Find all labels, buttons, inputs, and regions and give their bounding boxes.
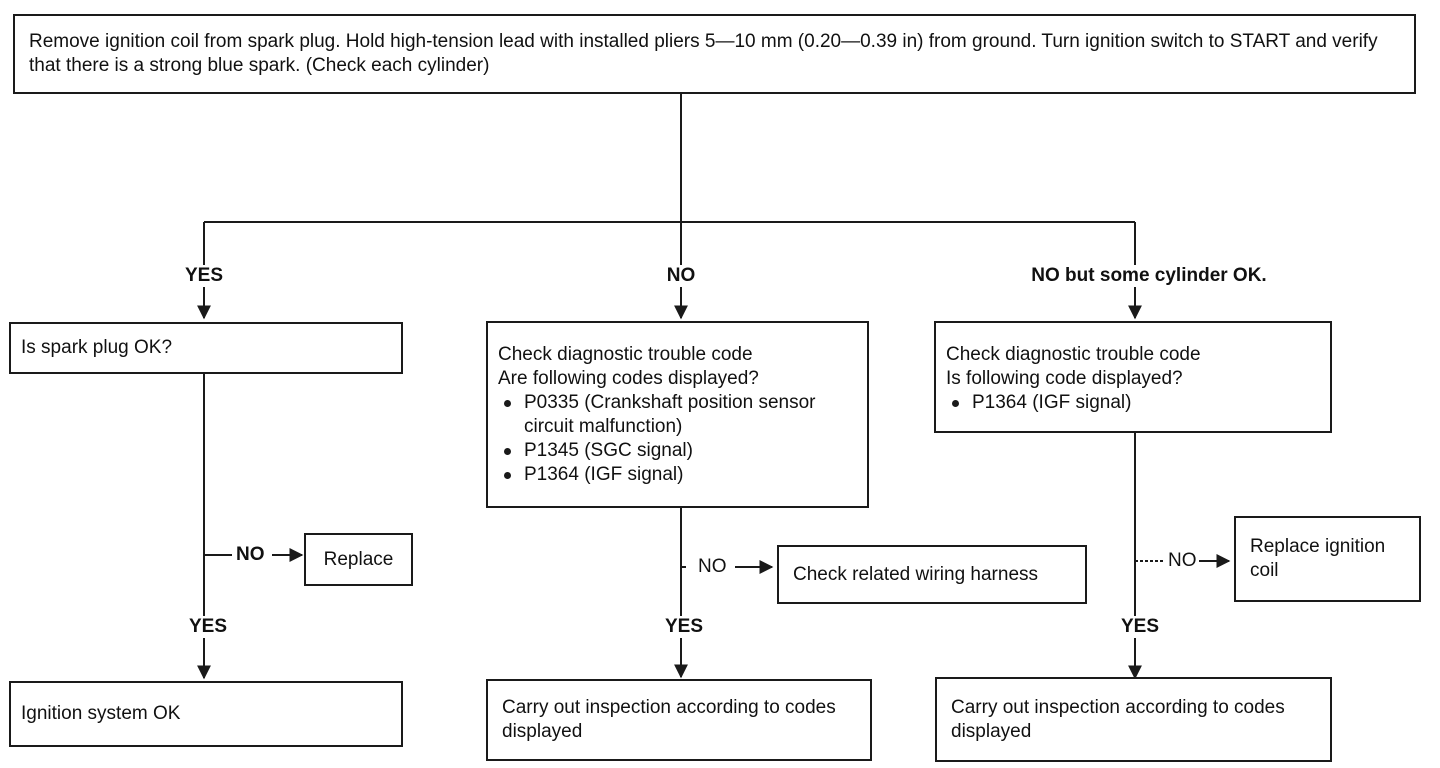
check-wiring-box: Check related wiring harness: [777, 545, 1087, 604]
replace-box: Replace: [304, 533, 413, 586]
dtc-check-line1: Check diagnostic trouble code: [498, 344, 753, 365]
dtc-check-single-box: Check diagnostic trouble code Is followi…: [934, 321, 1332, 433]
middle-inspection-text: Carry out inspection according to codes …: [502, 697, 836, 742]
middle-inspection-box: Carry out inspection according to codes …: [486, 679, 872, 761]
dtc-question-line: Is following code displayed?: [946, 368, 1183, 389]
dtc-code-item: P1364 (IGF signal): [498, 463, 857, 487]
start-step-text: Remove ignition coil from spark plug. Ho…: [29, 31, 1378, 76]
no-branch-label: NO: [664, 265, 698, 287]
check-wiring-text: Check related wiring harness: [793, 563, 1039, 585]
no-some-ok-branch-label: NO but some cylinder OK.: [1029, 265, 1269, 287]
yes-branch-label: YES: [182, 265, 226, 287]
dtc-code-list: P1364 (IGF signal): [946, 391, 1320, 415]
ignition-ok-box: Ignition system OK: [9, 681, 403, 747]
start-step-box: Remove ignition coil from spark plug. Ho…: [13, 14, 1416, 94]
middle-no-label: NO: [696, 556, 729, 578]
dtc-check-multi-box: Check diagnostic trouble code Are follow…: [486, 321, 869, 508]
replace-coil-box: Replace ignition coil: [1234, 516, 1421, 602]
right-yes-label: YES: [1118, 616, 1162, 638]
replace-coil-text: Replace ignition coil: [1250, 536, 1386, 581]
right-no-label: NO: [1166, 550, 1199, 572]
right-inspection-text: Carry out inspection according to codes …: [951, 696, 1285, 742]
dtc-check-line1: Check diagnostic trouble code: [946, 344, 1201, 365]
middle-yes-label: YES: [662, 616, 706, 638]
ignition-ok-text: Ignition system OK: [21, 703, 181, 724]
dtc-code-list: P0335 (Crankshaft position sensor circui…: [498, 391, 857, 487]
spark-plug-question-box: Is spark plug OK?: [9, 322, 403, 374]
dtc-code-item: P1345 (SGC signal): [498, 439, 857, 463]
dtc-code-item: P1364 (IGF signal): [946, 391, 1320, 415]
replace-text: Replace: [323, 548, 394, 570]
right-inspection-box: Carry out inspection according to codes …: [935, 677, 1332, 762]
spark-plug-question-text: Is spark plug OK?: [21, 337, 173, 358]
dtc-code-item: P0335 (Crankshaft position sensor circui…: [498, 391, 857, 439]
left-no-label: NO: [234, 544, 267, 566]
left-yes-label: YES: [186, 616, 230, 638]
dtc-question-line: Are following codes displayed?: [498, 368, 759, 389]
